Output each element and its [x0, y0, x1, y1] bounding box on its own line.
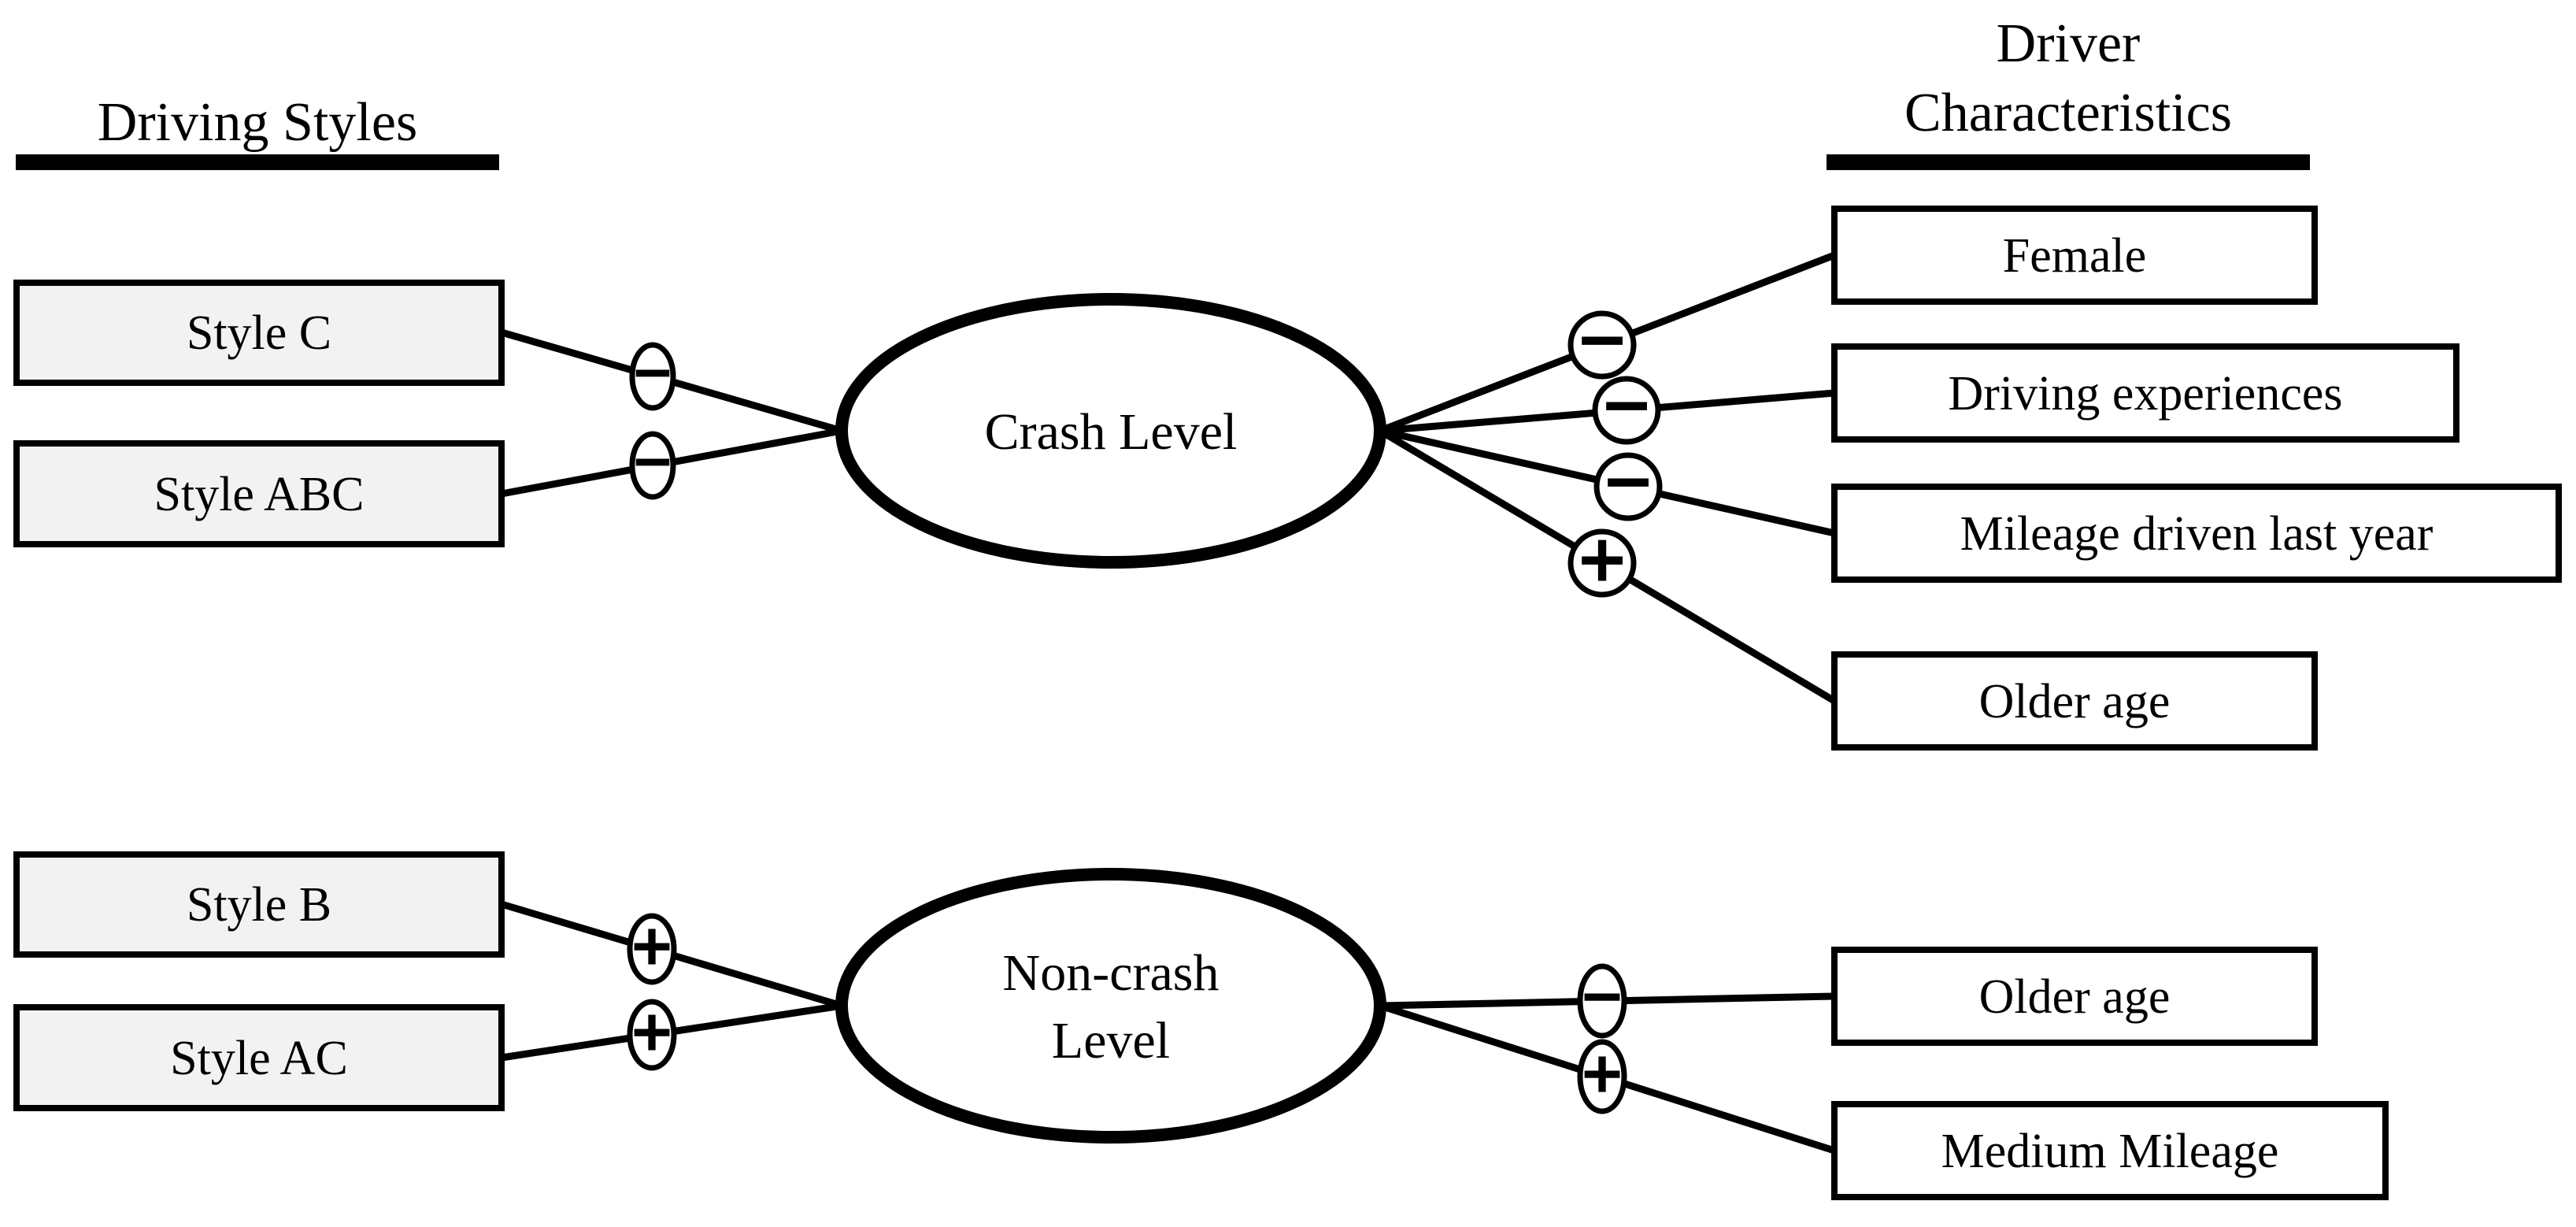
- plus-circle-icon: [627, 999, 677, 1071]
- driver-characteristics-header-line2: Characteristics: [1904, 83, 2232, 143]
- sign-style-ac-to-noncrash: +: [627, 993, 677, 1073]
- older-age-noncrash-box: Older age: [1831, 947, 2318, 1046]
- style-c-box: Style C: [13, 280, 505, 386]
- minus-sign: −: [634, 336, 672, 410]
- driving-styles-header: Driving Styles: [98, 92, 417, 153]
- minus-circle-icon: [1567, 310, 1637, 380]
- plus-circle-icon: [627, 913, 677, 985]
- style-c-label: Style C: [187, 306, 331, 360]
- plus-circle-icon: [1577, 1039, 1627, 1114]
- minus-circle-icon: [1577, 963, 1627, 1039]
- driving-styles-underline: [16, 154, 499, 170]
- minus-sign: −: [1582, 958, 1622, 1036]
- female-label: Female: [2003, 229, 2147, 283]
- plus-sign: +: [1579, 514, 1626, 606]
- driving-experiences-label: Driving experiences: [1949, 367, 2343, 421]
- plus-sign: +: [631, 908, 672, 986]
- minus-circle-icon: [629, 342, 676, 411]
- style-ac-box: Style AC: [13, 1004, 505, 1111]
- driver-characteristics-underline: [1827, 154, 2310, 170]
- sign-noncrash-to-older-age: −: [1577, 958, 1627, 1039]
- minus-circle-icon: [629, 431, 676, 500]
- medium-mileage-box: Medium Mileage: [1831, 1101, 2389, 1200]
- crash-level-ellipse: [835, 293, 1386, 569]
- minus-circle-icon: [1592, 376, 1661, 445]
- sign-style-abc-to-crash: −: [629, 424, 676, 500]
- mileage-driven-last-year-box: Mileage driven last year: [1831, 484, 2562, 583]
- crash-level-label: Crash Level: [985, 403, 1238, 461]
- sign-crash-to-mileage: −: [1593, 435, 1663, 529]
- sign-crash-to-older-age: +: [1567, 513, 1637, 607]
- sign-crash-to-driving-experiences: −: [1592, 358, 1661, 453]
- style-abc-box: Style ABC: [13, 440, 505, 547]
- non-crash-level-label-line1: Non-crash: [1003, 944, 1220, 1002]
- driving-experiences-box: Driving experiences: [1831, 343, 2459, 443]
- driver-characteristics-header-line1: Driver: [1997, 13, 2141, 74]
- plus-sign: +: [631, 994, 672, 1072]
- minus-sign: −: [634, 425, 672, 499]
- minus-sign: −: [1604, 436, 1652, 528]
- plus-circle-icon: [1567, 528, 1637, 598]
- medium-mileage-label: Medium Mileage: [1941, 1125, 2279, 1178]
- style-ac-label: Style AC: [170, 1032, 348, 1085]
- sign-style-b-to-noncrash: +: [627, 907, 677, 988]
- minus-sign: −: [1603, 359, 1650, 451]
- sign-noncrash-to-medium-mileage: +: [1577, 1035, 1627, 1115]
- sign-crash-to-female: −: [1567, 293, 1637, 387]
- style-abc-label: Style ABC: [154, 468, 364, 521]
- non-crash-level-ellipse: [835, 868, 1386, 1144]
- minus-sign: −: [1579, 294, 1626, 386]
- style-b-box: Style B: [13, 851, 505, 958]
- older-age-crash-label: Older age: [1979, 675, 2171, 728]
- older-age-crash-box: Older age: [1831, 651, 2318, 751]
- mileage-driven-last-year-label: Mileage driven last year: [1960, 507, 2434, 561]
- female-box: Female: [1831, 206, 2318, 305]
- sign-style-c-to-crash: −: [629, 335, 676, 411]
- plus-sign: +: [1582, 1036, 1622, 1114]
- non-crash-level-label-line2: Level: [1052, 1012, 1170, 1069]
- older-age-noncrash-label: Older age: [1979, 970, 2171, 1024]
- minus-circle-icon: [1593, 452, 1663, 521]
- style-b-label: Style B: [187, 878, 331, 932]
